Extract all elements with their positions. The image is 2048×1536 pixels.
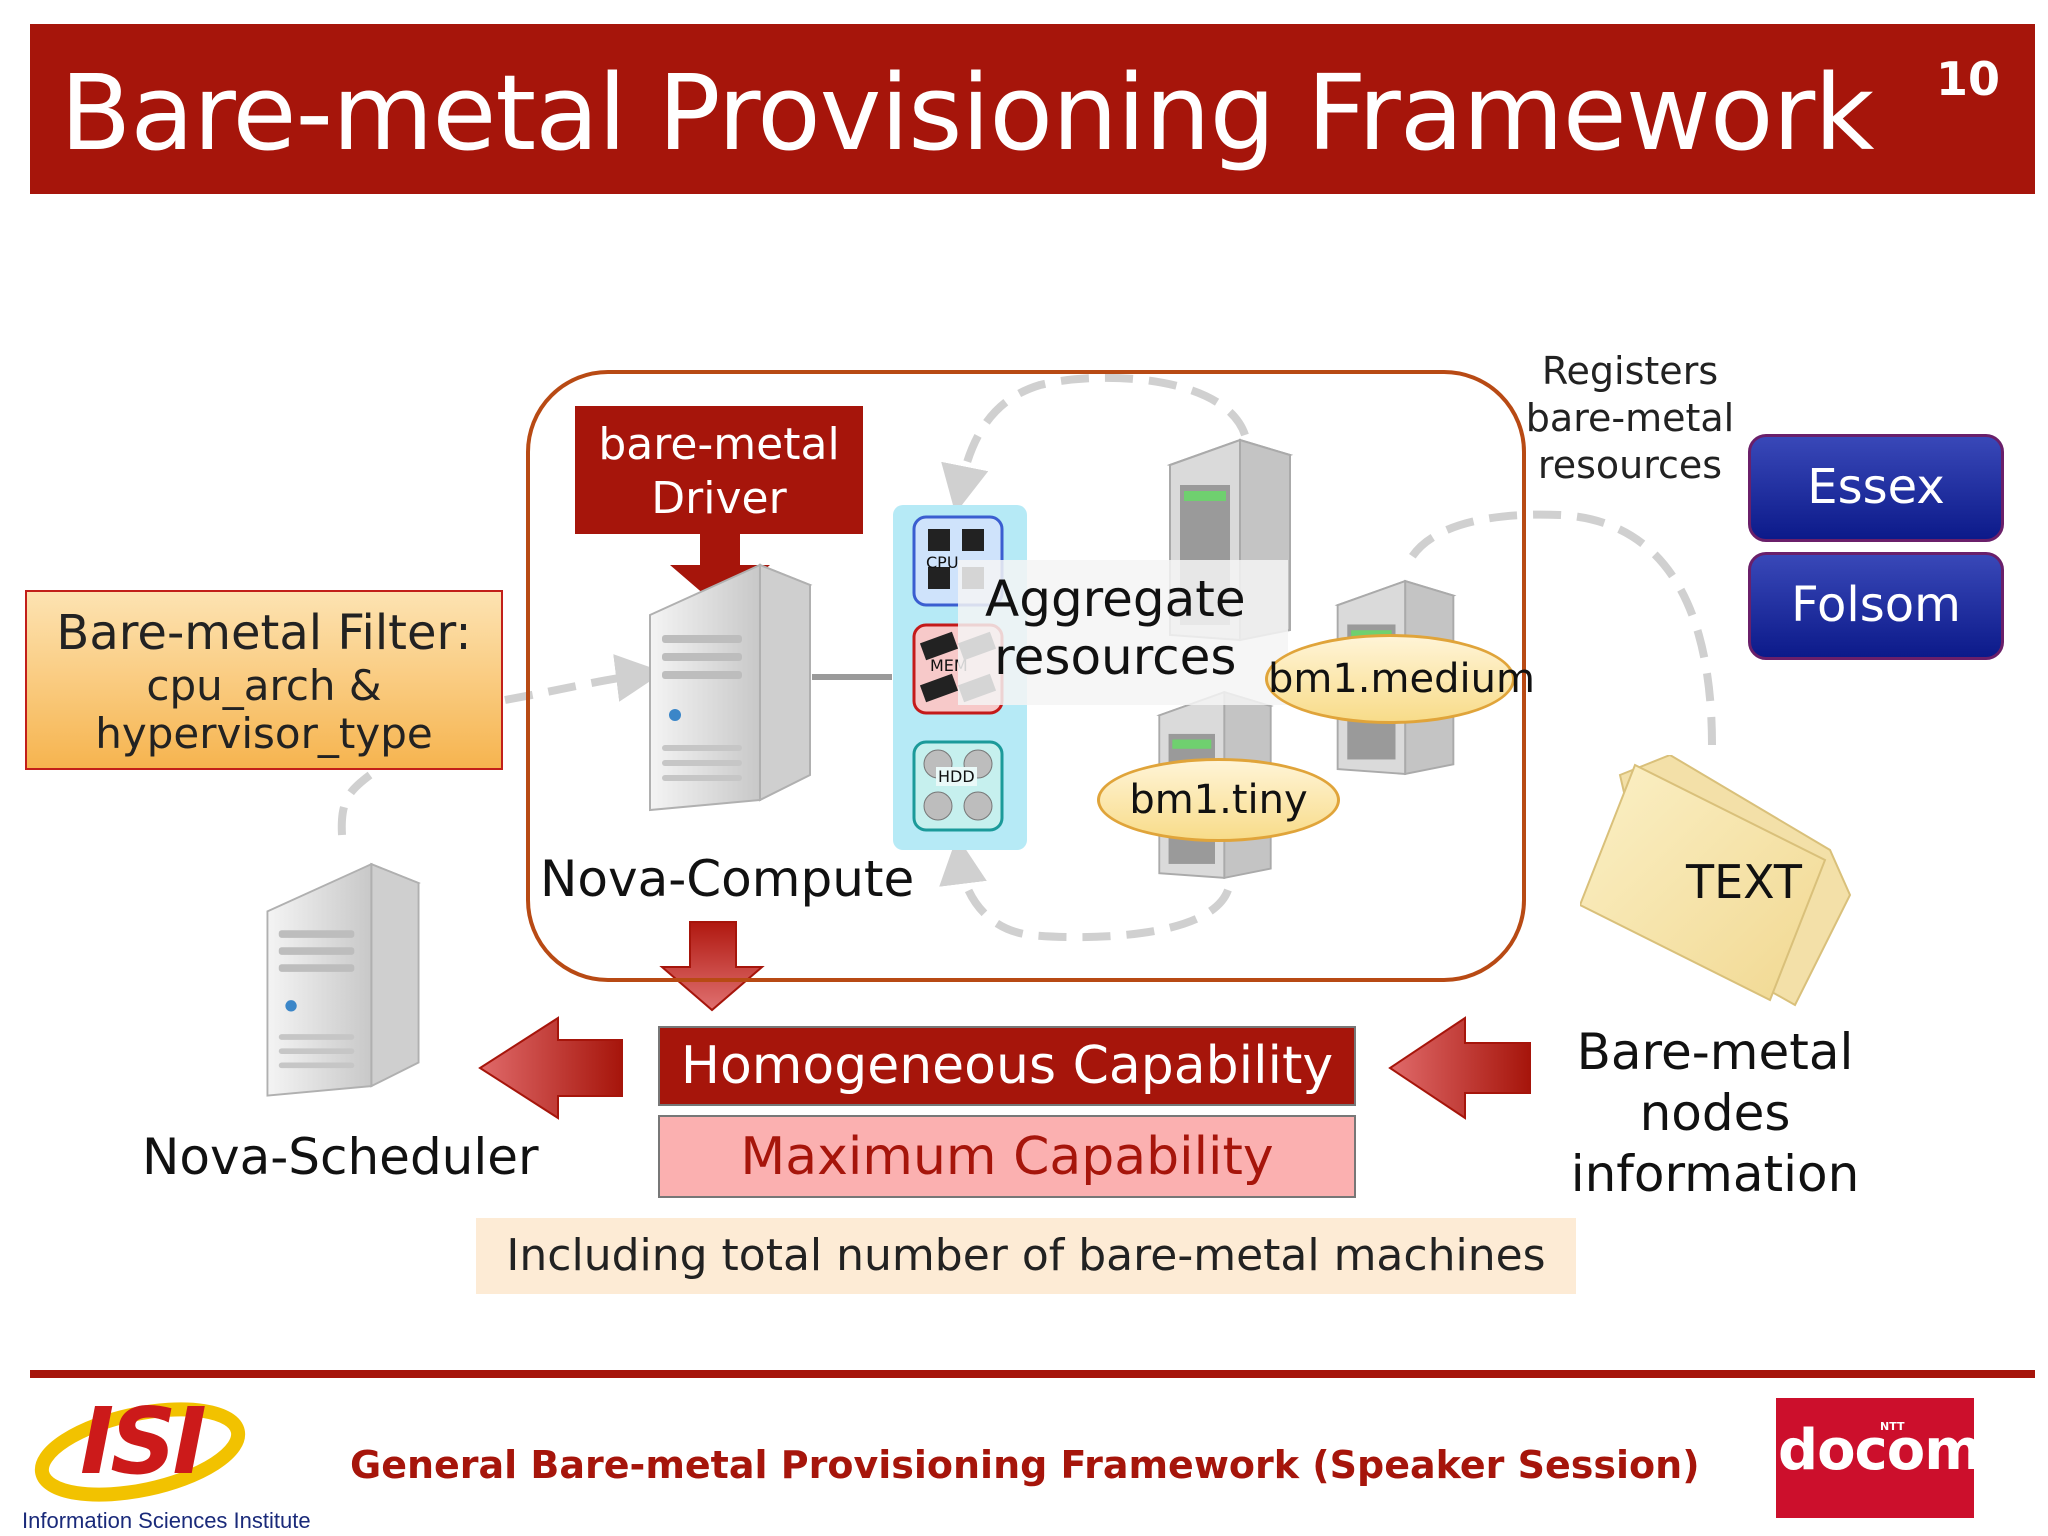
page-number: 10 bbox=[1936, 52, 2001, 106]
cpu-chip-label: CPU bbox=[926, 553, 959, 572]
aggregate-loop-top bbox=[941, 373, 1249, 514]
footer-rule bbox=[30, 1370, 2035, 1378]
folder-icon bbox=[1580, 755, 1852, 1007]
file-label: TEXT bbox=[1686, 855, 1802, 909]
nodes-info-line2: nodes bbox=[1639, 1084, 1791, 1142]
registers-line1: Registers bbox=[1541, 349, 1719, 393]
nova-scheduler-server-icon bbox=[266, 862, 421, 1097]
nova-compute-frame bbox=[526, 370, 1526, 982]
flavor-bm1-tiny: bm1.tiny bbox=[1097, 758, 1340, 842]
nodes-info-line1: Bare-metal bbox=[1576, 1023, 1854, 1081]
homogeneous-capability-box: Homogeneous Capability bbox=[658, 1026, 1356, 1106]
release-folsom: Folsom bbox=[1748, 552, 2004, 660]
filter-line3: hypervisor_type bbox=[95, 709, 433, 758]
ntt-logo-text: NTT bbox=[1880, 1420, 1905, 1433]
flavor-bm1-medium: bm1.medium bbox=[1265, 634, 1535, 724]
isi-subtitle: Information Sciences Institute bbox=[22, 1508, 311, 1533]
to-scheduler-arrow bbox=[478, 1016, 623, 1120]
driver-line2: Driver bbox=[651, 473, 787, 524]
filter-line2: cpu_arch & bbox=[146, 661, 382, 710]
hdd-chip-icon bbox=[912, 740, 1004, 832]
nodes-info-line3: information bbox=[1570, 1145, 1860, 1203]
aggregate-line1: Aggregate bbox=[985, 570, 1246, 628]
scheduler-to-filter-path bbox=[337, 771, 373, 836]
nova-scheduler-label: Nova-Scheduler bbox=[142, 1128, 539, 1186]
filter-line1: Bare-metal Filter: bbox=[56, 605, 472, 661]
nodes-info-label: Bare-metal nodes information bbox=[1560, 1022, 1870, 1205]
bare-metal-filter-box: Bare-metal Filter: cpu_arch & hypervisor… bbox=[25, 590, 503, 770]
maximum-capability-box: Maximum Capability bbox=[658, 1115, 1356, 1198]
registers-line2: bare-metal bbox=[1525, 396, 1735, 440]
nova-compute-server-icon bbox=[649, 563, 813, 812]
including-note: Including total number of bare-metal mac… bbox=[476, 1218, 1576, 1294]
filter-to-compute-path bbox=[504, 654, 664, 704]
from-nodes-arrow bbox=[1388, 1016, 1531, 1120]
compute-down-arrow bbox=[659, 921, 765, 1012]
docomo-logo bbox=[1776, 1398, 1974, 1518]
aggregate-label: Aggregate resources bbox=[985, 570, 1246, 686]
title-bar bbox=[30, 24, 2035, 194]
aggregate-label-bg bbox=[958, 560, 1288, 705]
registers-path bbox=[1406, 510, 1716, 746]
isi-logo-swoosh bbox=[34, 1402, 246, 1502]
aggregate-line2: resources bbox=[994, 628, 1237, 686]
aggregate-loop-bottom bbox=[939, 836, 1232, 942]
docomo-logo-text: docomo bbox=[1778, 1418, 2020, 1483]
hdd-chip-label: HDD bbox=[936, 767, 977, 786]
registers-line3: resources bbox=[1537, 443, 1723, 487]
nova-compute-label: Nova-Compute bbox=[540, 850, 915, 908]
footer-session-title: General Bare-metal Provisioning Framewor… bbox=[350, 1443, 1700, 1487]
release-essex: Essex bbox=[1748, 434, 2004, 542]
bare-metal-driver-box: bare-metal Driver bbox=[575, 406, 863, 534]
isi-logo-text: ISI bbox=[80, 1388, 207, 1495]
slide-title: Bare-metal Provisioning Framework bbox=[60, 52, 1874, 174]
driver-line1: bare-metal bbox=[598, 419, 840, 470]
registers-label: Registers bare-metal resources bbox=[1520, 348, 1740, 489]
driver-down-arrow bbox=[670, 530, 770, 608]
